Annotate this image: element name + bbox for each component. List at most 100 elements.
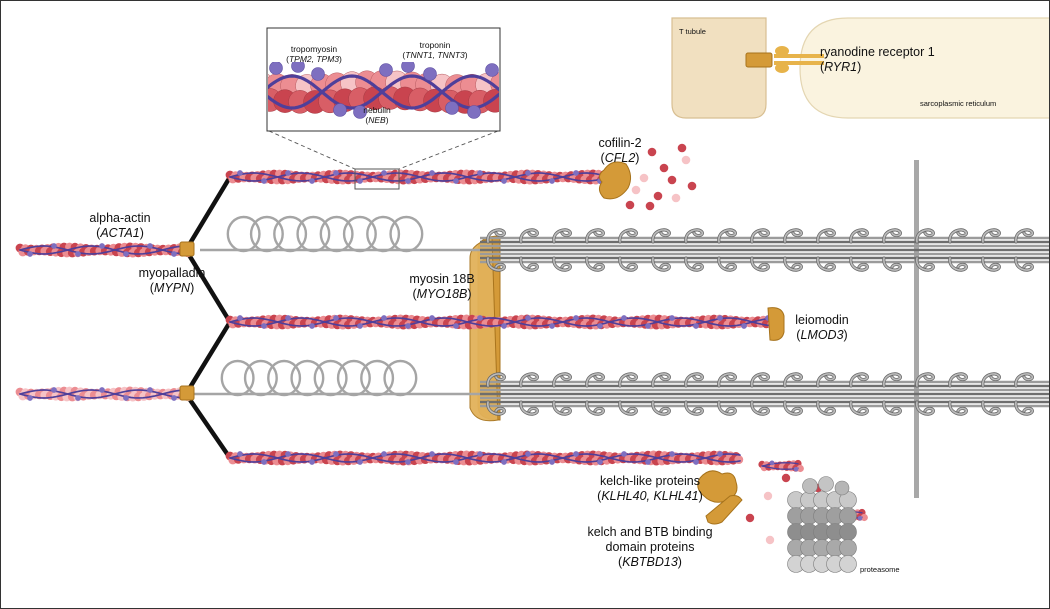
troponin-complex	[27, 395, 33, 401]
troponin-complex	[381, 451, 387, 457]
actin-monomer-free	[631, 185, 641, 195]
troponin-complex	[261, 323, 267, 329]
kbtbd13-icon	[705, 495, 743, 525]
actin-monomer-free	[681, 155, 691, 165]
actin-filament-left-lower	[15, 386, 193, 402]
myosin-head-highlight	[916, 229, 935, 243]
proteasome-subunit	[839, 539, 857, 557]
troponin-complex	[477, 315, 483, 321]
myosin-head-highlight	[883, 229, 902, 243]
actin-monomer-free	[659, 163, 669, 173]
z-connector	[184, 320, 232, 396]
proteasome-complex	[787, 476, 857, 573]
t-tubule-label: T tubule	[679, 27, 706, 36]
myosin-head-highlight	[982, 401, 1001, 415]
myosin-head-highlight	[817, 257, 836, 271]
troponin-complex	[381, 315, 387, 321]
actin-monomer-free	[625, 200, 635, 210]
myosin-head-highlight	[685, 401, 704, 415]
myosin-head-highlight	[586, 401, 605, 415]
troponin-complex	[501, 178, 507, 184]
z-line-layer	[914, 160, 919, 498]
myosin-head-highlight	[949, 401, 968, 415]
myosin-head-highlight	[817, 401, 836, 415]
troponin-zoom	[311, 67, 325, 81]
ryr-stalk	[774, 54, 824, 58]
actin-monomer-free	[647, 147, 657, 157]
myosin-head-highlight	[586, 229, 605, 243]
troponin-complex	[147, 387, 153, 393]
troponin-complex	[717, 451, 723, 457]
t-tubule-shape	[671, 17, 767, 119]
tropomyosin-strand	[229, 172, 606, 182]
troponin-complex	[261, 178, 267, 184]
tropomyosin-strand	[19, 389, 186, 399]
myosin-head-highlight	[619, 257, 638, 271]
troponin-complex	[405, 459, 411, 465]
myosin-head-highlight	[751, 229, 770, 243]
myosin-head-highlight	[652, 373, 671, 387]
myosin-head-highlight	[553, 373, 572, 387]
sarcoplasmic-reticulum-label: sarcoplasmic reticulum	[920, 99, 997, 108]
myosin-head-highlight	[784, 257, 803, 271]
actin-monomer-free	[645, 201, 655, 211]
nebulin-label: nebulin (NEB)	[363, 105, 391, 126]
troponin-complex	[429, 170, 435, 176]
myosin-head-highlight	[817, 373, 836, 387]
troponin-complex	[501, 459, 507, 465]
ryr-foot	[775, 46, 789, 56]
titin-spring	[220, 359, 418, 397]
myosin-head-highlight	[520, 401, 539, 415]
myosin-head-highlight	[751, 373, 770, 387]
actin-monomer-zoom	[483, 89, 499, 113]
troponin-complex	[573, 451, 579, 457]
troponin-complex	[597, 459, 603, 465]
myosin-head-highlight	[982, 257, 1001, 271]
myosin-head-highlight	[652, 401, 671, 415]
troponin-complex	[285, 451, 291, 457]
zoom-line	[268, 130, 356, 170]
troponin-complex	[27, 251, 33, 257]
myosin-head-highlight	[751, 401, 770, 415]
proteasome-subunit	[834, 480, 850, 496]
troponin-complex	[429, 315, 435, 321]
actin-filament-bottom	[225, 450, 744, 466]
troponin-complex	[793, 466, 799, 472]
myosin-head-highlight	[1015, 229, 1034, 243]
tropomyosin-strand	[229, 317, 771, 327]
actin-monomer-free	[671, 193, 681, 203]
kbtbd-label: kelch and BTB binding domain proteins (K…	[587, 525, 713, 569]
troponin-complex	[453, 178, 459, 184]
troponin-complex	[597, 323, 603, 329]
myosin18b-label: myosin 18B (MYO18B)	[409, 272, 475, 301]
myosin-head-highlight	[982, 229, 1001, 243]
troponin-complex	[237, 170, 243, 176]
sarcoplasmic-reticulum-layer	[671, 17, 1049, 119]
actin-monomer-free	[639, 173, 649, 183]
troponin-complex	[717, 315, 723, 321]
zoom-line	[398, 130, 499, 170]
myopalladin-square	[179, 385, 195, 401]
myosin-head-highlight	[784, 401, 803, 415]
troponin-complex	[357, 178, 363, 184]
thin-filament-layer	[15, 130, 868, 522]
myosin-head-highlight	[685, 257, 704, 271]
troponin-zoom	[423, 67, 437, 81]
troponin-zoom	[467, 105, 481, 119]
myosin-head-highlight	[586, 373, 605, 387]
proteasome-label: proteasome	[860, 565, 900, 574]
z-connector	[184, 392, 232, 460]
cofilin-icon	[598, 161, 632, 200]
z-disc-line	[914, 160, 919, 498]
myosin-head-highlight	[619, 373, 638, 387]
titin-spring	[226, 215, 424, 253]
titin-loop	[383, 359, 418, 397]
tropomyosin-strand	[19, 245, 186, 255]
myosin-head-highlight	[718, 257, 737, 271]
ryanodine-receptor-label: ryanodine receptor 1 (RYR1)	[820, 45, 935, 74]
cofilin-label: cofilin-2 (CFL2)	[598, 136, 642, 165]
myosin-head-highlight	[619, 401, 638, 415]
myopalladin-label: myopalladin (MYPN)	[138, 266, 206, 295]
